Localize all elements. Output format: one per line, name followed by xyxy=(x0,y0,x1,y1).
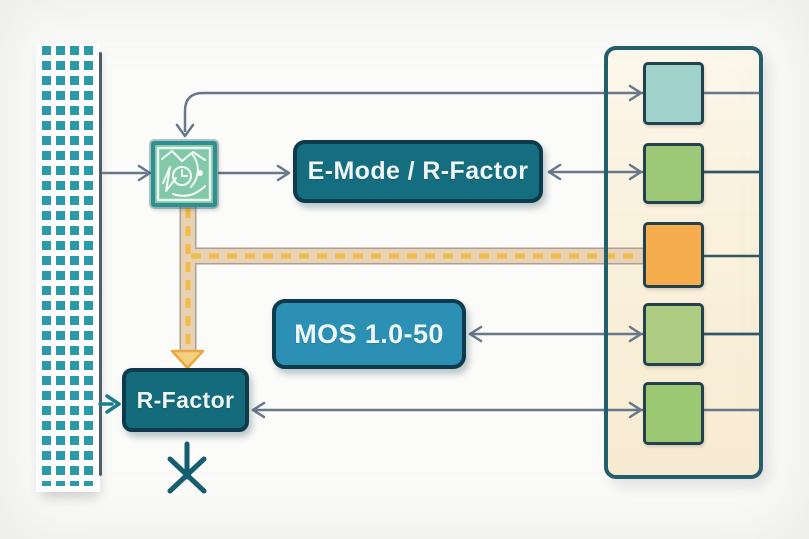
mos-label: MOS 1.0-50 xyxy=(294,318,444,349)
arrowhead-right-square4 xyxy=(628,325,643,343)
arrowhead-right-square2 xyxy=(628,163,643,181)
panel-square-teal xyxy=(643,62,704,125)
arrowhead-right-rfactor-teal xyxy=(105,394,121,414)
panel-square-green-2 xyxy=(643,382,704,445)
mos-node: MOS 1.0-50 xyxy=(272,299,466,369)
panel-square-green xyxy=(643,143,704,204)
map-icon-art xyxy=(156,146,212,202)
panel-right-segments xyxy=(704,170,761,336)
arrowhead-right-emode xyxy=(276,164,291,182)
arrowhead-down-into-icon xyxy=(175,123,195,138)
arrowhead-right-icon xyxy=(137,164,152,182)
arrowhead-right-square5 xyxy=(628,401,643,419)
dot-pattern xyxy=(42,46,97,486)
road-arrowhead-down xyxy=(170,349,205,370)
dotted-input-strip xyxy=(36,44,100,492)
panel-square-orange xyxy=(643,222,704,288)
e-mode-r-factor-label: E-Mode / R-Factor xyxy=(307,157,529,185)
arrowhead-right-into-square1 xyxy=(628,84,643,102)
panel-square-light-green xyxy=(643,303,704,366)
arrowhead-left-rfactor xyxy=(251,401,266,419)
road-dashes xyxy=(185,208,640,348)
teal-arrow xyxy=(98,394,121,414)
r-factor-node: R-Factor xyxy=(122,368,249,432)
strip-divider-line xyxy=(99,52,102,476)
crowfoot-terminator-icon xyxy=(167,441,207,494)
arrowhead-left-mos xyxy=(468,325,483,343)
arrowhead-left-emode xyxy=(547,163,562,181)
e-mode-r-factor-node: E-Mode / R-Factor xyxy=(293,140,543,203)
r-factor-label: R-Factor xyxy=(136,386,235,413)
map-icon xyxy=(151,141,217,207)
top-connector xyxy=(183,91,763,133)
